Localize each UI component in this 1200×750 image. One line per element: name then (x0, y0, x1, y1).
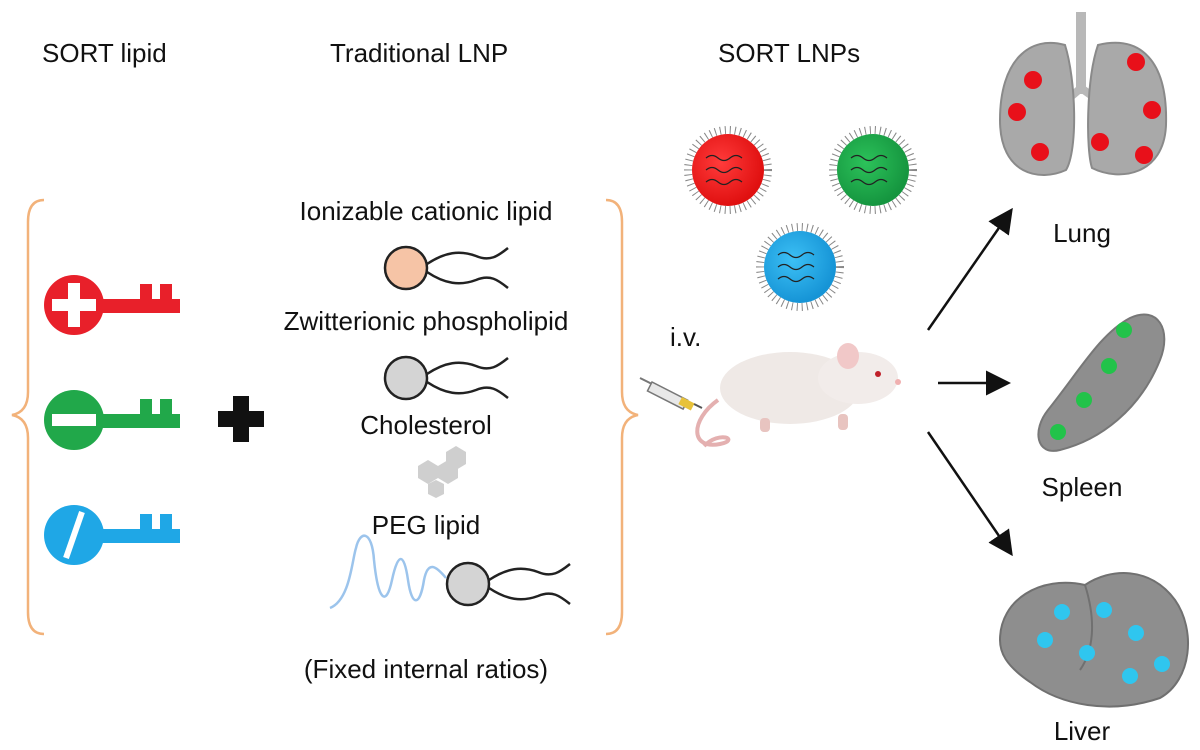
sort-lipid-heading: SORT lipid (42, 38, 167, 68)
traditional-lnp-heading: Traditional LNP (330, 38, 509, 68)
lnp-green (829, 126, 917, 214)
right-brace (605, 198, 639, 636)
cholesterol-label: Cholesterol (360, 410, 492, 440)
liver-icon (998, 572, 1190, 708)
key-minus-icon (44, 390, 180, 450)
fixed-ratios-note: (Fixed internal ratios) (303, 654, 549, 684)
plus-icon (218, 396, 264, 442)
spleen-label: Spleen (1041, 472, 1123, 502)
key-plus-icon (44, 275, 180, 335)
zwitterionic-lipid-label: Zwitterionic phospholipid (283, 306, 569, 336)
peg-lipid-icon (329, 534, 571, 610)
zwitterionic-lipid-icon (383, 355, 509, 401)
lung-icon (998, 12, 1168, 176)
arrow-to-lung (926, 207, 1013, 331)
liver-label: Liver (1053, 716, 1111, 746)
iv-route-label: i.v. (670, 322, 702, 352)
sort-lnps-heading: SORT LNPs (718, 38, 861, 68)
ionizable-lipid-icon (383, 245, 509, 291)
mouse-icon (695, 343, 901, 448)
arrow-to-liver (926, 431, 1013, 557)
lung-label: Lung (1053, 218, 1111, 248)
spleen-icon (1037, 313, 1166, 452)
left-brace (11, 198, 45, 636)
peg-lipid-label: PEG lipid (371, 510, 481, 540)
cholesterol-icon (418, 446, 466, 498)
lnp-red (684, 126, 772, 214)
key-slash-icon (44, 505, 180, 565)
ionizable-lipid-label: Ionizable cationic lipid (299, 196, 553, 226)
syringe-icon (639, 377, 703, 411)
lnp-blue (756, 223, 844, 311)
